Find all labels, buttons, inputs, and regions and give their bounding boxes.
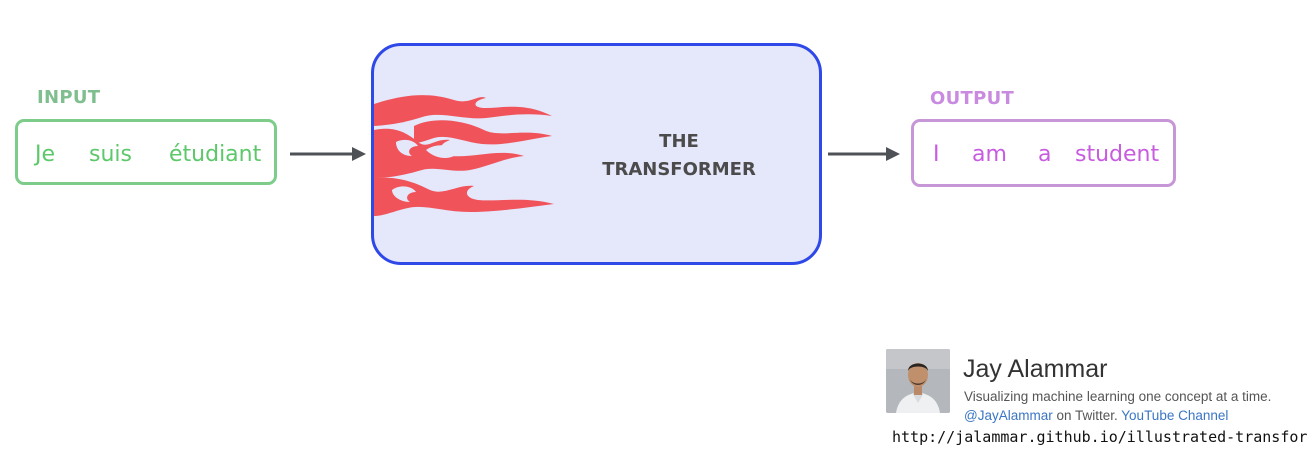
avatar-portrait-icon xyxy=(886,349,950,413)
output-sentence-box: I am a student xyxy=(911,119,1176,187)
author-tagline: Visualizing machine learning one concept… xyxy=(964,389,1272,404)
input-word: suis xyxy=(89,142,132,167)
output-label: OUTPUT xyxy=(930,88,1015,109)
input-arrow-icon xyxy=(290,147,366,161)
source-url: http://jalammar.github.io/illustrated-tr… xyxy=(892,428,1307,446)
output-arrow-icon xyxy=(828,147,900,161)
author-name: Jay Alammar xyxy=(963,355,1108,383)
input-word: Je xyxy=(35,142,56,167)
transformer-title-line1: THE xyxy=(659,131,699,152)
transformer-box: THE TRANSFORMER xyxy=(371,43,822,265)
twitter-suffix: on Twitter. xyxy=(1052,408,1122,423)
avatar xyxy=(886,349,950,413)
twitter-link[interactable]: @JayAlammar xyxy=(964,408,1053,423)
output-word: student xyxy=(1075,142,1160,167)
transformer-title-line2: TRANSFORMER xyxy=(602,159,756,180)
output-word: I xyxy=(933,142,940,167)
transformer-title: THE TRANSFORMER xyxy=(594,128,764,184)
author-card: Jay Alammar Visualizing machine learning… xyxy=(886,349,1301,449)
youtube-channel-link[interactable]: YouTube Channel xyxy=(1121,408,1229,423)
output-word: a xyxy=(1038,142,1052,167)
author-links: @JayAlammar on Twitter. YouTube Channel xyxy=(964,408,1228,423)
output-word: am xyxy=(972,142,1007,167)
flame-icon xyxy=(374,95,554,216)
input-label: INPUT xyxy=(37,87,101,108)
input-sentence-box: Je suis étudiant xyxy=(15,119,277,185)
input-word: étudiant xyxy=(169,142,262,167)
